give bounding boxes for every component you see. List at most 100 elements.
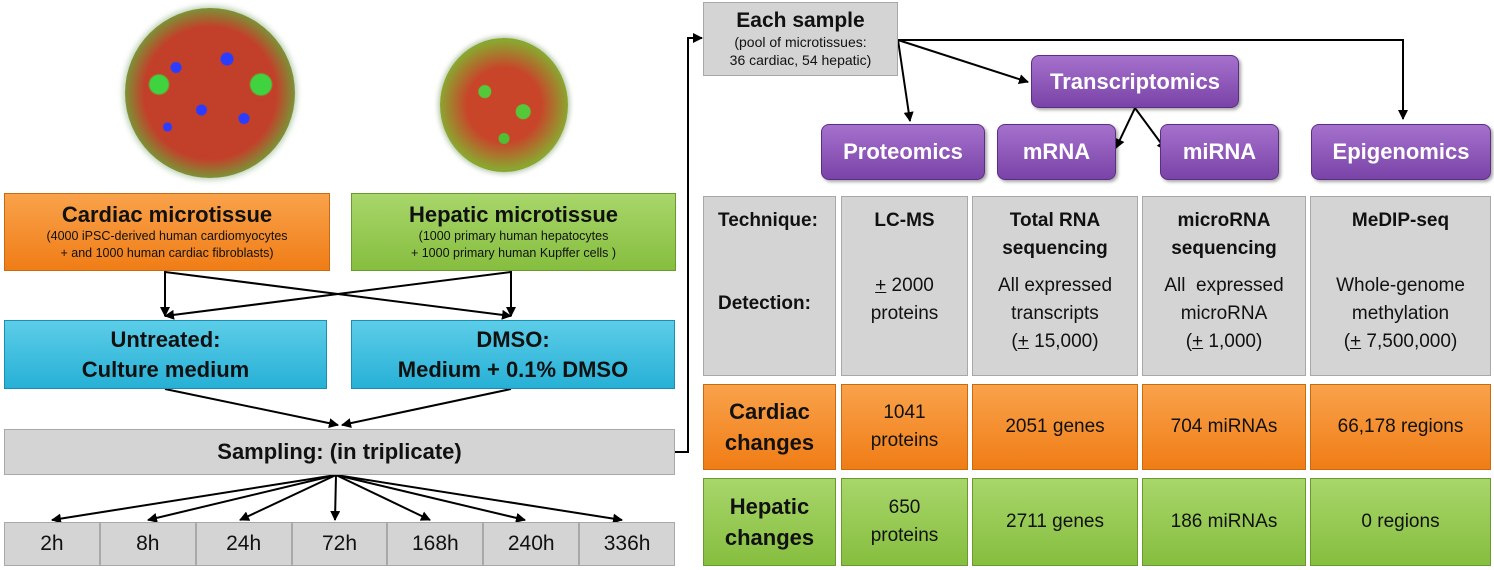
timepoint-24h: 24h [195,522,292,566]
hepatic-microtissue-desc-2: + 1000 primary human Kupffer cells ) [410,246,617,260]
hepatic-proteomics-value-1: 650 [888,497,921,518]
dmso-line1: DMSO: [476,326,550,352]
arrow-sampling-each-sample [675,33,703,453]
arrow-untreated-sampling [164,388,339,429]
hepatic-epigenomics-cell: 0 regions [1310,478,1491,566]
arrow-each-transcriptomics [897,39,1029,84]
proteomics-detection-2: proteins [870,303,939,324]
proteomics-plusminus: + [875,275,887,296]
mirna-technique-2: sequencing [1171,238,1277,259]
mrna-info-cell: Total RNA sequencing All expressed trans… [972,196,1138,376]
epigenomics-plusminus: + [1350,331,1362,352]
sampling-label: Sampling: (in triplicate) [217,439,462,464]
cardiac-mrna-value: 2051 genes [1005,416,1105,437]
epigenomics-technique: MeDIP-seq [1351,210,1450,231]
cardiac-microtissue-desc-2: + and 1000 human cardiac fibroblasts) [60,246,274,260]
epigenomics-detection-1: Whole-genome [1336,275,1465,296]
cardiac-mirna-value: 704 miRNAs [1170,416,1278,437]
arrow-each-proteomics [897,39,914,122]
hepatic-changes-label-cell: Hepatic changes [703,478,836,566]
epigenomics-detection-2: methylation [1351,303,1450,324]
timepoint-2h: 2h [4,522,100,566]
timepoint-8h: 8h [99,522,196,566]
mrna-detection-3-text: 15,000) [1028,331,1099,352]
mrna-detection-2: transcripts [1011,303,1099,324]
mirna-technique-1: microRNA [1177,210,1271,231]
sampling-box: Sampling: (in triplicate) [4,429,675,475]
mirna-detection-1: All expressed [1164,275,1284,296]
technique-detection-label-cell: Technique: Detection: [703,196,836,376]
mirna-detection-2: microRNA [1180,303,1268,324]
hepatic-proteomics-cell: 650 proteins [841,478,968,566]
hepatic-mirna-cell: 186 miRNAs [1142,478,1306,566]
timepoint-168h: 168h [387,522,484,566]
cardiac-proteomics-cell: 1041 proteins [841,384,968,470]
each-sample-box: Each sample (pool of microtissues: 36 ca… [703,2,898,76]
cardiac-changes-label-1: Cardiac [729,399,810,424]
dmso-box: DMSO: Medium + 0.1% DMSO [351,320,675,389]
timepoint-336h: 336h [579,522,676,566]
epigenomics-pill: Epigenomics [1311,124,1491,180]
cardiac-proteomics-value-1: 1041 [883,402,926,423]
cardiac-changes-label-cell: Cardiac changes [703,384,836,470]
hepatic-changes-label-2: changes [724,525,815,550]
arrow-transcriptomics-mrna [1115,107,1136,149]
cardiac-microtissue-box: Cardiac microtissue (4000 iPSC-derived h… [4,193,330,271]
timepoint-row: 2h 8h 24h 72h 168h 240h 336h [4,522,676,566]
untreated-line2: Culture medium [81,356,250,382]
mrna-technique-1: Total RNA [1009,210,1101,231]
arrow-336h [335,474,623,524]
timepoint-240h: 240h [483,522,580,566]
proteomics-pill: Proteomics [821,124,985,180]
each-sample-title: Each sample [736,9,865,32]
arrow-240h [335,474,526,523]
hepatic-microtissue-image [440,38,568,172]
each-sample-desc-2: 36 cardiac, 54 hepatic) [729,52,872,68]
proteomics-info-cell: LC-MS + 2000 proteins [841,196,968,376]
arrow-168h [335,474,431,521]
hepatic-changes-label-1: Hepatic [729,494,810,519]
arrow-each-epigenomics [898,39,1408,120]
untreated-box: Untreated: Culture medium [4,320,327,389]
mrna-detection-3: (+ 15,000) [1011,331,1099,352]
dmso-line2: Medium + 0.1% DMSO [397,356,629,382]
cardiac-mrna-cell: 2051 genes [972,384,1138,470]
proteomics-detection-1: + 2000 [842,272,967,300]
mirna-detection-3: (+ 1,000) [1185,331,1263,352]
arrow-dmso-sampling [341,388,512,429]
transcriptomics-pill: Transcriptomics [1031,55,1239,108]
arrow-72h [330,474,341,521]
epigenomics-detection-3: (+ 7,500,000) [1343,331,1458,352]
cardiac-mirna-cell: 704 miRNAs [1142,384,1306,470]
untreated-line1: Untreated: [110,326,221,352]
hepatic-mrna-value: 2711 genes [1006,511,1104,532]
cardiac-microtissue-desc-1: (4000 iPSC-derived human cardiomyocytes [46,229,288,243]
cardiac-proteomics-value-2: proteins [870,430,939,451]
mirna-detection-3-text: 1,000) [1203,331,1263,352]
hepatic-mirna-value: 186 miRNAs [1170,511,1278,532]
hepatic-microtissue-desc-1: (1000 primary human hepatocytes [418,229,609,243]
cardiac-changes-label-2: changes [724,430,815,455]
arrow-2h [51,474,337,524]
mirna-pill: miRNA [1160,124,1279,180]
proteomics-technique: LC-MS [874,210,935,231]
arrow-24h [239,474,337,521]
mrna-detection-1: All expressed [997,275,1113,296]
epigenomics-detection-3-text: 7,500,000) [1361,331,1458,352]
mrna-technique-2: sequencing [1002,238,1108,259]
hepatic-microtissue-title: Hepatic microtissue [408,202,619,227]
hepatic-epigenomics-value: 0 regions [1361,511,1440,532]
cardiac-epigenomics-value: 66,178 regions [1337,416,1464,437]
cardiac-epigenomics-cell: 66,178 regions [1310,384,1491,470]
mrna-plusminus: + [1017,331,1029,352]
cardiac-microtissue-title: Cardiac microtissue [61,202,273,227]
mrna-pill: mRNA [997,124,1116,180]
epigenomics-info-cell: MeDIP-seq Whole-genome methylation (+ 7,… [1310,196,1491,376]
timepoint-72h: 72h [291,522,388,566]
hepatic-microtissue-box: Hepatic microtissue (1000 primary human … [351,193,676,271]
technique-label: Technique: [718,210,818,231]
proteomics-detection-1-text: 2000 [886,275,934,296]
arrow-hepatic-untreated [164,271,512,320]
mirna-info-cell: microRNA sequencing All expressed microR… [1142,196,1306,376]
